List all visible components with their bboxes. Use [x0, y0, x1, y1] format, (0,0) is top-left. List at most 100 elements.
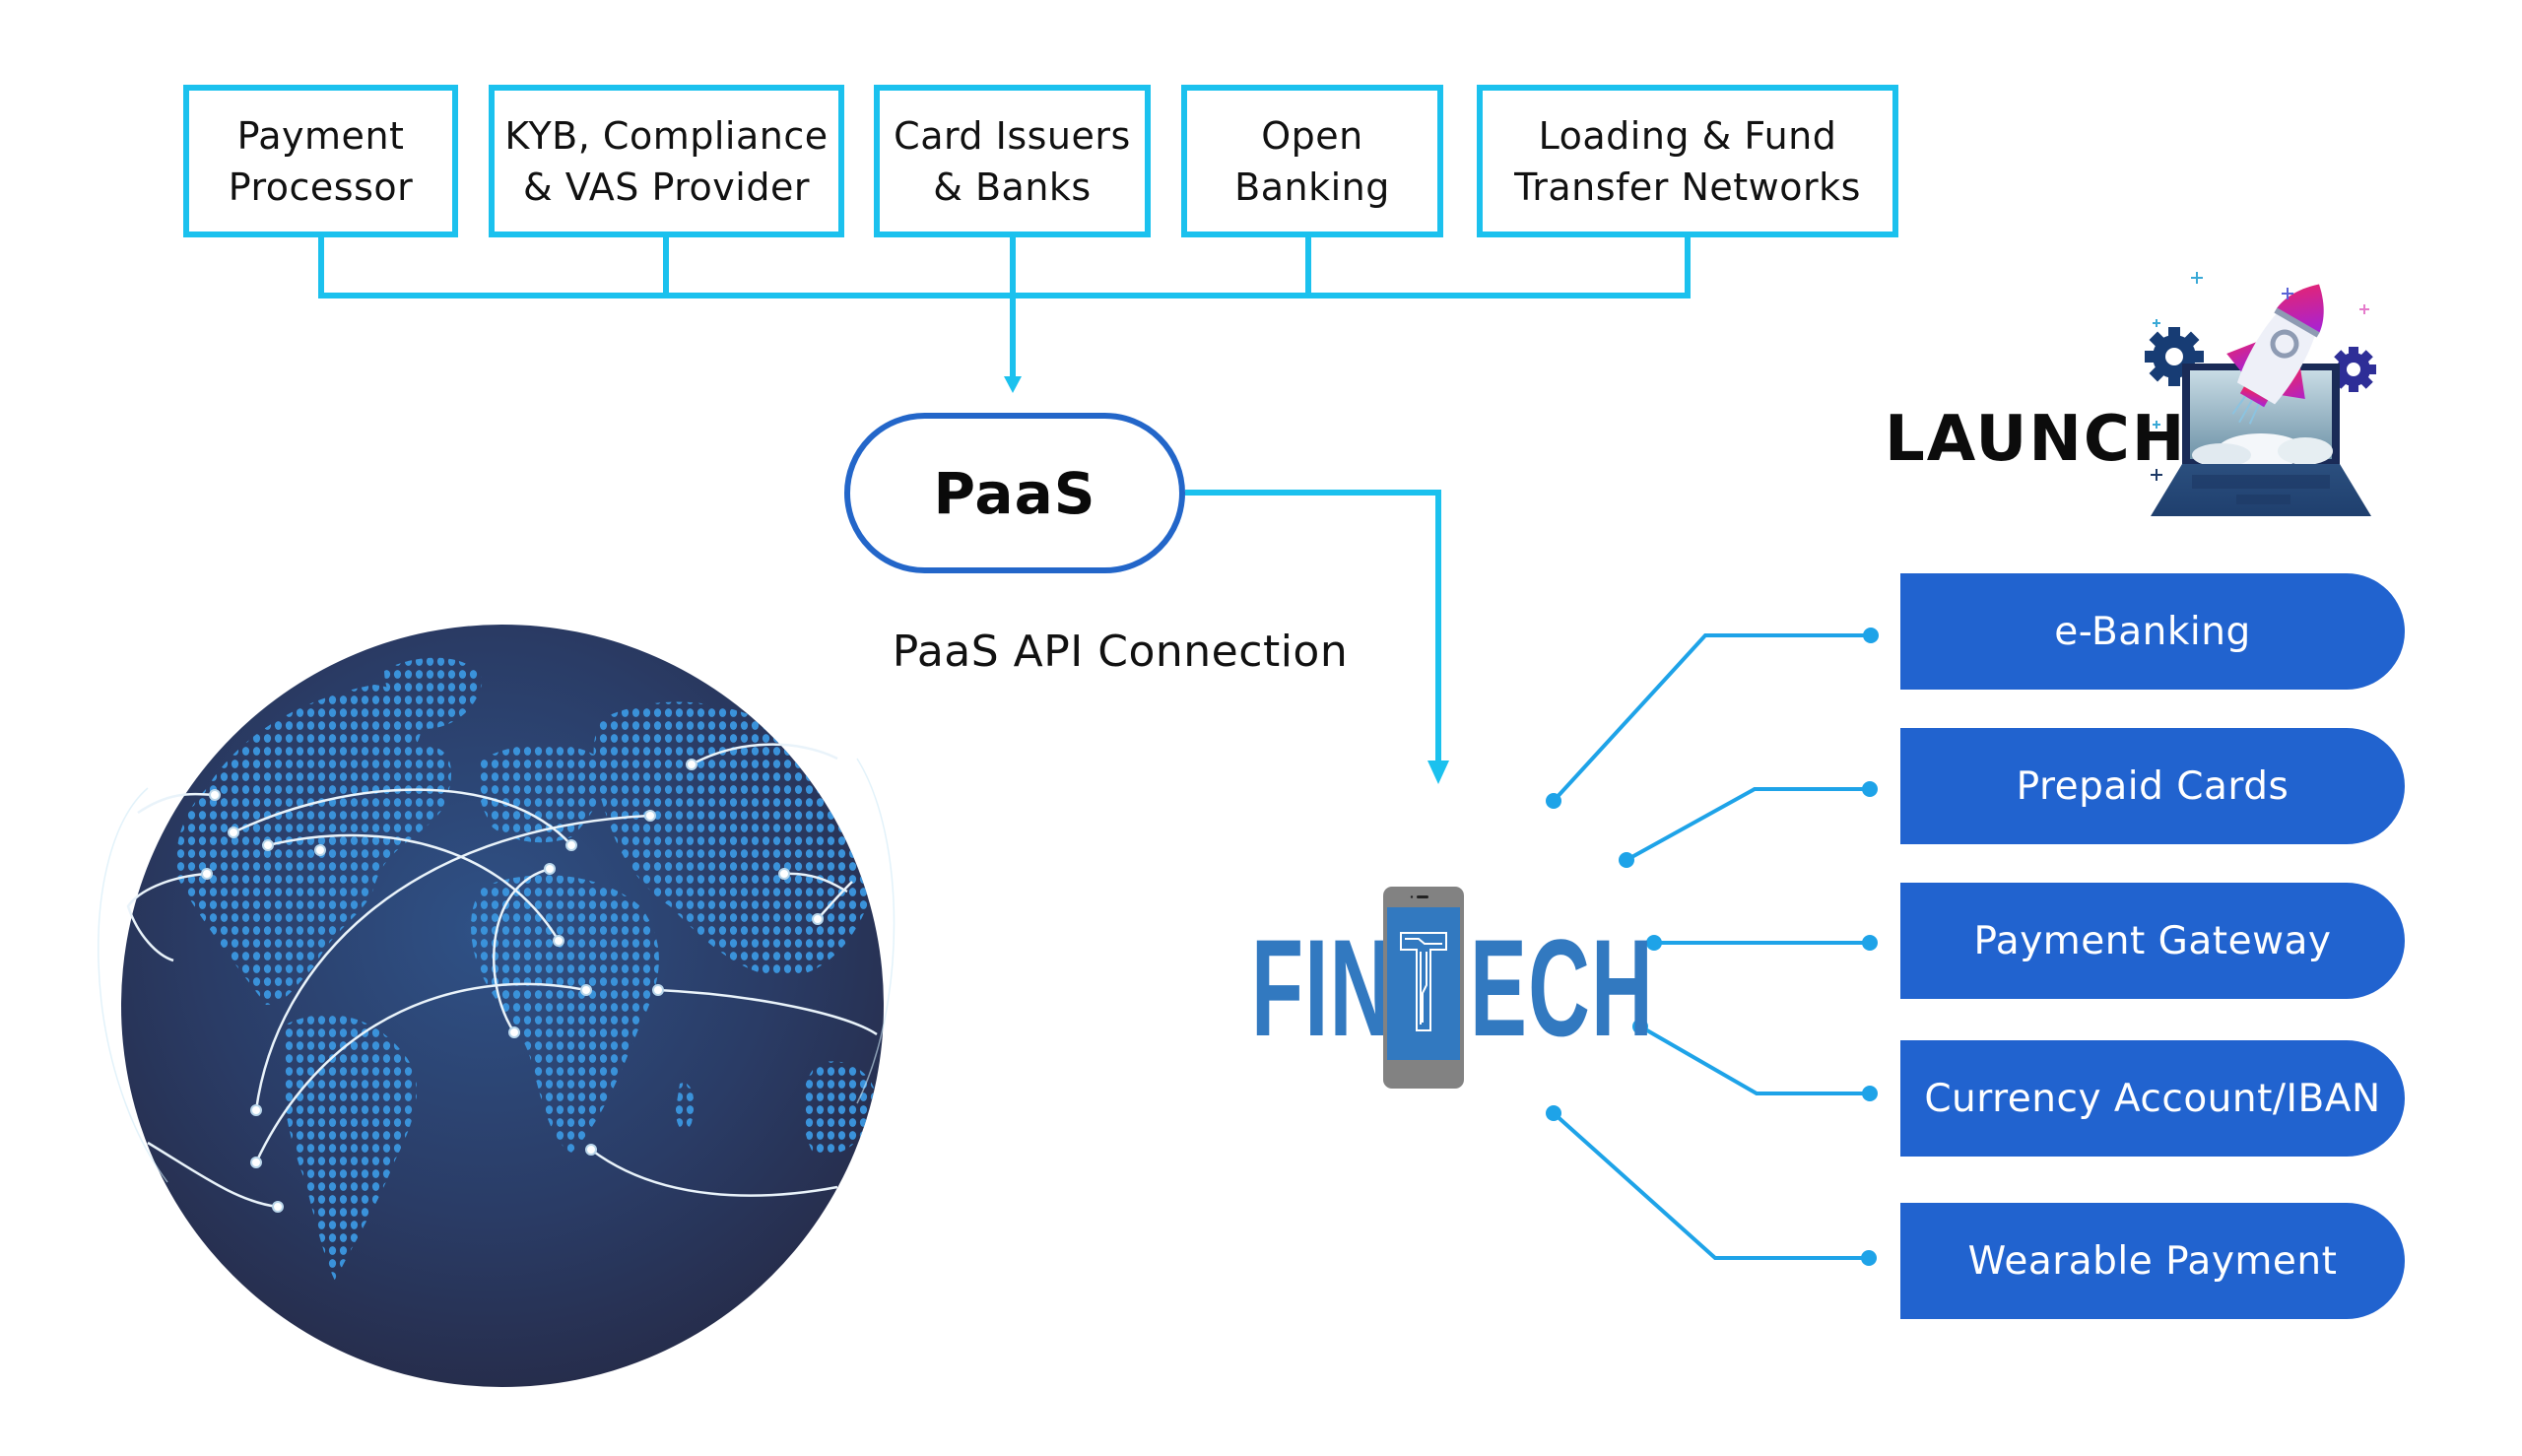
source-loading-fund-transfer: Loading & Fund Transfer Networks: [1477, 85, 1898, 237]
service-label: Currency Account/IBAN: [1924, 1076, 2381, 1121]
rocket-icon: [2226, 284, 2324, 425]
network-arcs: [126, 743, 878, 1209]
world-globe-network-icon: [98, 625, 896, 1387]
link-dot: [1546, 1105, 1561, 1121]
network-orbits: [98, 758, 896, 1183]
network-arc: [126, 872, 208, 962]
smartphone-icon: [1383, 887, 1464, 1089]
network-node: [585, 1144, 597, 1156]
service-wearable-payment[interactable]: Wearable Payment: [1900, 1203, 2405, 1319]
link-dot: [1862, 935, 1878, 951]
network-node: [201, 868, 213, 880]
network-node: [272, 1201, 284, 1213]
service-link-1: [1552, 633, 1871, 803]
network-arc: [232, 788, 572, 846]
continent-south-america: [282, 1015, 418, 1281]
island-madagascar: [675, 1083, 695, 1131]
network-arc: [254, 982, 587, 1163]
circuit-t-glyph: [1400, 932, 1447, 1031]
network-node: [812, 913, 824, 925]
laptop-base: [2151, 464, 2371, 516]
service-label: Prepaid Cards: [2016, 763, 2290, 809]
service-e-banking[interactable]: e-Banking: [1900, 573, 2405, 690]
network-node: [644, 810, 656, 822]
network-node: [544, 863, 556, 875]
link-dot: [1619, 852, 1634, 868]
service-currency-account-iban[interactable]: Currency Account/IBAN: [1900, 1040, 2405, 1157]
network-node: [778, 868, 790, 880]
network-arc: [493, 867, 551, 1033]
paas-to-fintech-line: [1185, 490, 1441, 768]
source-label-line: Open: [1261, 113, 1363, 158]
link-dot: [1861, 1250, 1877, 1266]
source-kyb-compliance: KYB, Compliance & VAS Provider: [489, 85, 844, 237]
network-node: [508, 1026, 520, 1038]
link-dot: [1862, 781, 1878, 797]
link-dot: [1632, 1019, 1648, 1034]
service-link-2: [1626, 787, 1870, 862]
source-label-line: KYB, Compliance: [504, 113, 829, 158]
orbit-ring: [856, 758, 896, 1104]
continent-greenland: [384, 657, 483, 729]
orbit-ring: [98, 787, 168, 1183]
service-link-4: [1639, 1025, 1870, 1095]
network-arc: [590, 1149, 838, 1197]
network-node: [314, 844, 326, 856]
sparkle-icons: [2151, 272, 2369, 481]
rocket-launch-laptop-icon: [2145, 272, 2376, 516]
source-label-line: & VAS Provider: [523, 165, 810, 209]
source-payment-processor: Payment Processor: [183, 85, 458, 237]
service-label: Wearable Payment: [1967, 1238, 2338, 1284]
network-node: [262, 839, 274, 851]
service-payment-gateway[interactable]: Payment Gateway: [1900, 883, 2405, 999]
source-label-line: Banking: [1234, 165, 1390, 209]
fintech-arrowhead: [1427, 761, 1449, 784]
network-arc: [817, 881, 853, 920]
link-dot: [1862, 1086, 1878, 1101]
network-nodes: [201, 759, 824, 1213]
network-node: [250, 1104, 262, 1116]
network-arc: [147, 1141, 279, 1209]
source-label-line: Transfer Networks: [1514, 165, 1861, 209]
continent-europe: [477, 744, 604, 843]
network-arc: [254, 814, 651, 1111]
source-open-banking: Open Banking: [1181, 85, 1443, 237]
source-label-line: Loading & Fund: [1538, 113, 1837, 158]
network-arc: [691, 743, 838, 766]
continent-north-america: [176, 685, 452, 1005]
source-label-line: Processor: [228, 165, 414, 209]
source-label-line: & Banks: [933, 165, 1092, 209]
paas-node: PaaS: [844, 413, 1185, 573]
link-dot: [1546, 793, 1561, 809]
service-label: Payment Gateway: [1973, 918, 2332, 963]
source-label-line: Payment: [236, 113, 405, 158]
paas-label: PaaS: [933, 459, 1096, 527]
source-card-issuers: Card Issuers & Banks: [874, 85, 1151, 237]
to-paas-arrowhead: [1004, 376, 1022, 393]
network-arc: [267, 833, 561, 942]
service-label: e-Banking: [2054, 609, 2251, 654]
fintech-text-left: FIN: [1251, 910, 1393, 1065]
link-dot: [1646, 935, 1662, 951]
network-arc: [657, 988, 878, 1036]
service-prepaid-cards[interactable]: Prepaid Cards: [1900, 728, 2405, 844]
fintech-logo: FIN ECH: [1249, 887, 1653, 1089]
fintech-text-right: ECH: [1470, 910, 1654, 1065]
network-node: [580, 984, 592, 996]
network-node: [209, 789, 221, 801]
network-node: [686, 759, 697, 770]
source-label-line: Card Issuers: [894, 113, 1131, 158]
link-dot: [1863, 628, 1879, 643]
launch-label: LAUNCH: [1885, 403, 2187, 476]
network-arc: [137, 792, 216, 815]
network-node: [228, 827, 239, 838]
paas-api-connection-label: PaaS API Connection: [892, 627, 1349, 677]
continent-oceania: [802, 1061, 877, 1156]
network-node: [250, 1157, 262, 1168]
network-node: [652, 984, 664, 996]
continent-asia: [593, 701, 869, 977]
continent-africa: [471, 875, 659, 1153]
network-node: [553, 935, 564, 947]
globe-continents: [176, 657, 877, 1281]
